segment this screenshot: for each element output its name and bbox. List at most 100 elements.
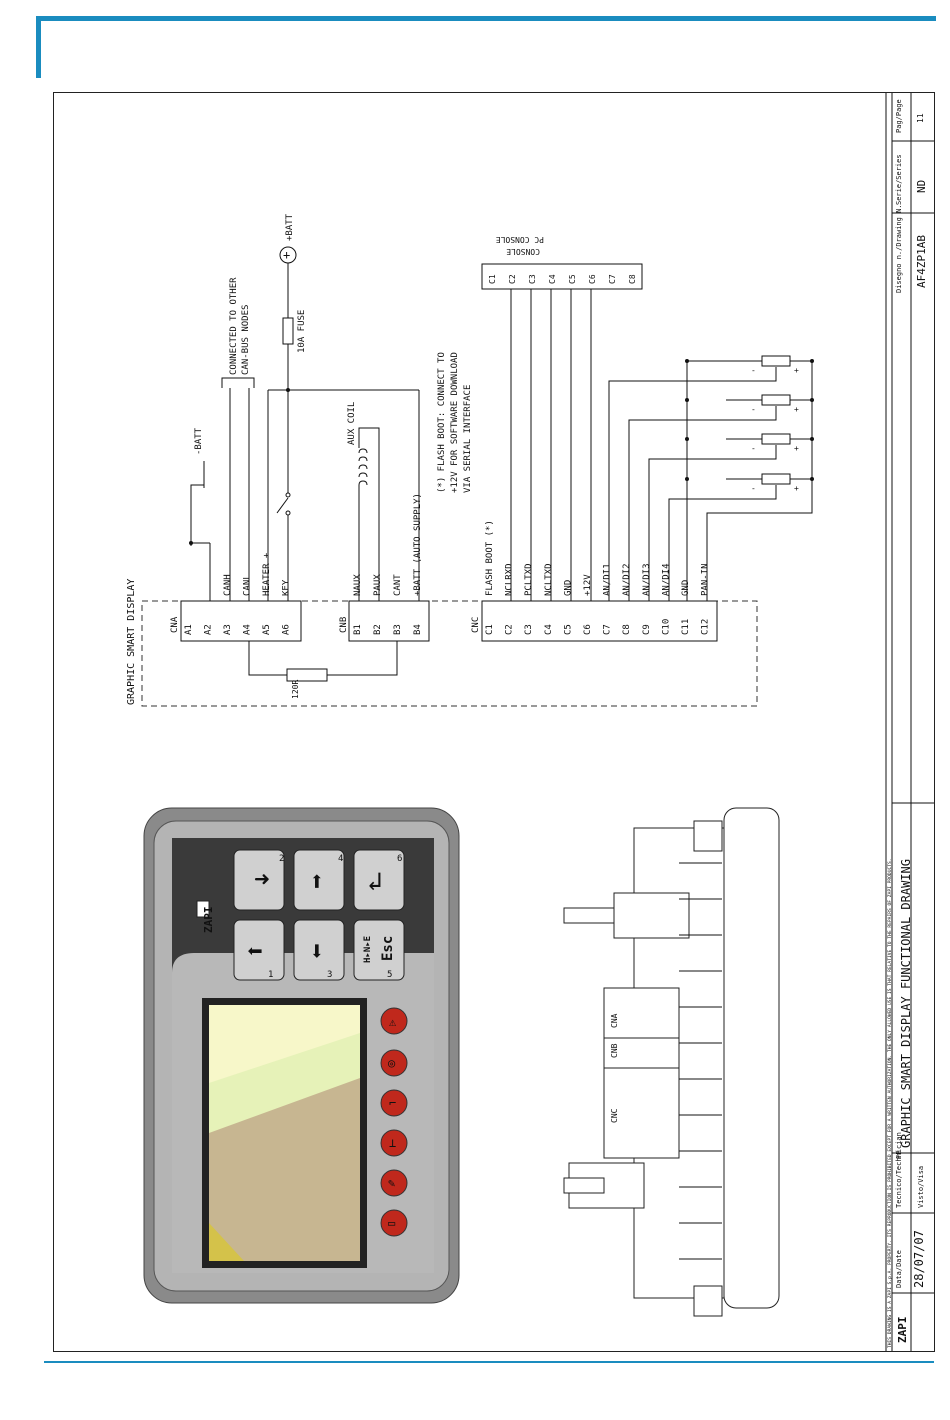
cna-pin-2: A2 <box>204 624 214 635</box>
side-label-cnc: CNC <box>610 1108 619 1123</box>
arrow-up-icon: ⬆ <box>309 867 325 897</box>
cnc-pin-2: C2 <box>505 624 515 635</box>
cna-pin-4: A4 <box>243 624 253 635</box>
hne-label: H▸N▸E <box>363 936 373 963</box>
key-4-button[interactable] <box>293 849 345 911</box>
cnc-signal-4: NCLTXD <box>544 563 554 596</box>
key-5-esc-button[interactable] <box>353 919 405 981</box>
pc-console-sub: CONSOLE <box>506 247 540 256</box>
pot-1-plus-label: + <box>794 366 799 375</box>
wire-resistor-right <box>327 641 398 676</box>
side-boss-top <box>613 892 690 939</box>
cnc-pin-9: C9 <box>642 624 652 635</box>
wire-resistor-left <box>248 641 287 676</box>
side-stud-bottom <box>563 1177 605 1194</box>
cnb-signal-2: PAUX <box>373 574 383 596</box>
technician-value: FF <box>895 1151 903 1159</box>
wire-an-di1 <box>608 367 777 601</box>
cna-signal-3: CANH <box>223 574 233 596</box>
resistor-label: 120R <box>291 680 300 699</box>
key-contact-b <box>285 510 291 516</box>
pot-3-plus-label: + <box>794 444 799 453</box>
side-label-cna: CNA <box>610 1013 619 1028</box>
wire-batt-minus <box>190 461 205 546</box>
device-side-view: CNA CNB CNC <box>563 807 780 1317</box>
cnc-signal-12: PAN-IN <box>701 563 711 596</box>
cnc-pin-5: C5 <box>563 624 573 635</box>
key-5-number: 5 <box>387 970 392 980</box>
cnc-connector <box>481 600 718 642</box>
pot-4-plus-label: + <box>794 484 799 493</box>
cna-pin-5: A5 <box>262 624 272 635</box>
key-3-button[interactable] <box>293 919 345 981</box>
disclaimer-text: THIS DRAWING IS A ZAPI S.p.A. PROPERTY. … <box>887 858 893 1348</box>
key-2-number: 2 <box>279 854 284 864</box>
zapi-logo-icon <box>196 900 210 918</box>
series-label: Serie/Series <box>895 154 903 205</box>
key-6-button[interactable] <box>353 849 405 911</box>
title-block: THIS DRAWING IS A ZAPI S.p.A. PROPERTY. … <box>885 93 934 1351</box>
seat-icon <box>380 1089 408 1117</box>
flash-note-1: (*) FLASH BOOT: CONNECT TO <box>437 352 447 493</box>
module-label: GRAPHIC SMART DISPLAY <box>126 579 137 705</box>
esc-label: Esc <box>380 936 396 961</box>
pot-3-minus-label: - <box>751 444 756 453</box>
cnc-pin-10: C10 <box>661 619 671 635</box>
pot-2-minus-label: - <box>751 405 756 414</box>
svg-text:⊥: ⊥ <box>389 1136 396 1150</box>
cnc-signal-9: AN/DI3 <box>642 563 652 596</box>
cnb-pin-1: B1 <box>353 624 363 635</box>
cna-signal-4: CANL <box>243 574 253 596</box>
cnc-signal-3: PCLTXD <box>524 563 534 596</box>
page-number: 11 <box>916 113 925 123</box>
device-front-view: ZAPI ➜ 2 ⬆ 4 ↲ 6 ⬅ 1 ⬇ 3 H▸N▸E Esc 5 <box>143 807 460 1304</box>
key-4-number: 4 <box>338 854 343 864</box>
cnc-pin-8: C8 <box>622 624 632 635</box>
technician-label: Tecnico/Technician <box>895 1132 903 1208</box>
module-outline <box>141 600 758 707</box>
lcd-screen <box>209 1005 360 1261</box>
key-1-button[interactable] <box>233 919 285 981</box>
svg-text:✎: ✎ <box>388 1176 395 1190</box>
cna-signal-5: HEATER + <box>262 552 272 596</box>
console-pin-6: C6 <box>588 274 597 284</box>
key-contact-a <box>285 492 291 498</box>
key-1-number: 1 <box>268 970 273 980</box>
key-2-button[interactable] <box>233 849 285 911</box>
cnc-signal-7: AN/DI1 <box>603 563 613 596</box>
cnc-signal-11: GND <box>681 580 691 596</box>
temperature-icon <box>380 1129 408 1157</box>
wire-paux <box>358 427 380 601</box>
wire-pan-in <box>706 361 813 601</box>
cnc-signal-6: +12V <box>583 574 593 596</box>
pot-1-minus-label: - <box>751 366 756 375</box>
side-connector-cnb <box>603 1037 680 1069</box>
cnc-pin-11: C11 <box>681 619 691 635</box>
batt-minus-label: -BATT <box>194 427 204 455</box>
canbus-note-1: CONNECTED TO OTHER <box>229 277 239 375</box>
side-connector-cnc <box>603 1067 680 1159</box>
cnb-pin-2: B2 <box>373 624 383 635</box>
enter-icon: ↲ <box>367 867 383 897</box>
page-top-rule <box>36 16 936 21</box>
cna-connector <box>180 600 302 642</box>
console-pin-8: C8 <box>628 274 637 284</box>
date-label: Data/Date <box>895 1250 903 1288</box>
battery-icon <box>380 1209 408 1237</box>
flash-note-2: +12V FOR SOFTWARE DOWNLOAD <box>450 352 460 493</box>
aux-coil-label: AUX COIL <box>347 402 357 445</box>
cnc-pin-6: C6 <box>583 624 593 635</box>
key-3-number: 3 <box>327 970 332 980</box>
drawing-number-label: Disegno n./Drawing N. <box>895 204 903 293</box>
canbus-note-2: CAN-BUS NODES <box>241 305 251 375</box>
wrench-icon <box>380 1169 408 1197</box>
side-label-cnb: CNB <box>610 1043 619 1058</box>
cna-pin-1: A1 <box>184 624 194 635</box>
pc-console-connector <box>481 263 643 290</box>
arrow-left-icon: ⬅ <box>247 937 263 967</box>
pot-2-plus-label: + <box>794 405 799 414</box>
console-pin-4: C4 <box>548 274 557 284</box>
wire-an-di4 <box>668 485 777 601</box>
page-left-rule <box>36 16 41 78</box>
